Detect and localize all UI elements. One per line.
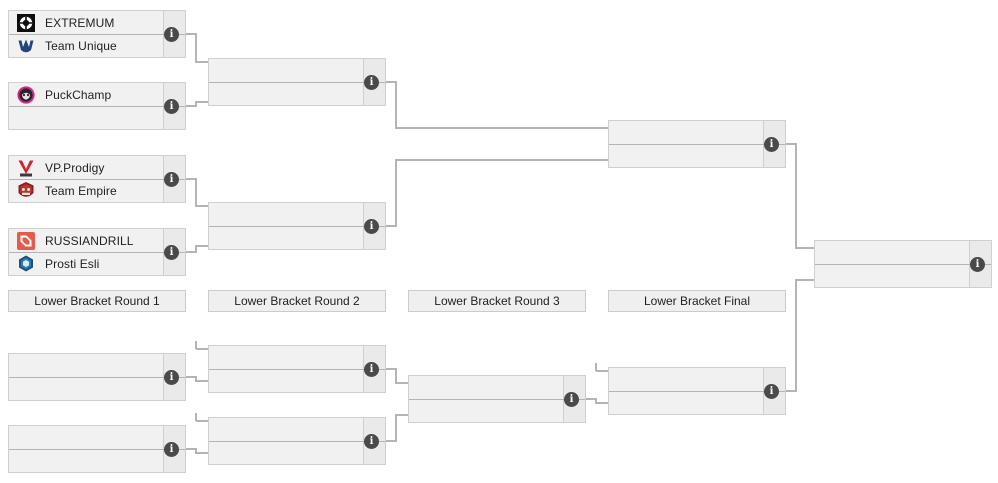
match-r2m1[interactable]: i <box>208 58 386 106</box>
puckchamp-logo <box>15 84 37 106</box>
team-empire-logo <box>15 180 37 202</box>
round-label-text: Lower Bracket Round 2 <box>234 294 360 308</box>
info-icon[interactable]: i <box>364 75 379 90</box>
round-label-lower-bracket-round-3[interactable]: Lower Bracket Round 3 <box>408 290 586 312</box>
team-row-top[interactable]: PuckChamp <box>9 83 185 106</box>
team-row-bottom[interactable] <box>9 449 185 472</box>
team-row-top[interactable] <box>9 426 185 449</box>
match-r3m1[interactable]: i <box>608 120 786 168</box>
team-row-bottom[interactable] <box>815 264 991 287</box>
team-row-top[interactable] <box>409 376 585 399</box>
info-icon[interactable]: i <box>364 219 379 234</box>
team-row-top[interactable] <box>209 203 385 226</box>
round-label-lower-bracket-round-1[interactable]: Lower Bracket Round 1 <box>8 290 186 312</box>
team-row-bottom[interactable] <box>209 226 385 249</box>
team-row-top[interactable] <box>609 121 785 144</box>
info-icon[interactable]: i <box>970 257 985 272</box>
team-row-bottom[interactable] <box>609 144 785 167</box>
info-icon[interactable]: i <box>764 137 779 152</box>
team-row-top[interactable]: RUSSIANDRILL <box>9 229 185 252</box>
team-row-bottom[interactable] <box>9 377 185 400</box>
team-row-bottom[interactable]: Team Empire <box>9 179 185 202</box>
round-label-text: Lower Bracket Round 3 <box>434 294 560 308</box>
match-r1m2[interactable]: PuckChamp i <box>8 82 186 130</box>
team-row-bottom[interactable] <box>9 106 185 129</box>
team-row-top[interactable] <box>209 418 385 441</box>
info-icon[interactable]: i <box>364 362 379 377</box>
team-row-bottom[interactable] <box>209 441 385 464</box>
info-icon[interactable]: i <box>764 384 779 399</box>
team-row-bottom[interactable] <box>409 399 585 422</box>
vp-prodigy-logo <box>15 157 37 179</box>
info-icon[interactable]: i <box>164 370 179 385</box>
info-icon[interactable]: i <box>164 27 179 42</box>
info-icon[interactable]: i <box>164 245 179 260</box>
round-label-lower-bracket-round-2[interactable]: Lower Bracket Round 2 <box>208 290 386 312</box>
match-lb-r1m1[interactable]: i <box>8 353 186 401</box>
info-icon[interactable]: i <box>164 442 179 457</box>
round-label-text: Lower Bracket Round 1 <box>34 294 160 308</box>
team-row-bottom[interactable] <box>209 82 385 105</box>
team-row-top[interactable] <box>9 354 185 377</box>
round-label-lower-bracket-final[interactable]: Lower Bracket Final <box>608 290 786 312</box>
match-lb-r2m1[interactable]: i <box>208 345 386 393</box>
team-row-bottom[interactable] <box>609 391 785 414</box>
team-row-top[interactable] <box>609 368 785 391</box>
match-r1m1[interactable]: EXTREMUM Team Unique i <box>8 10 186 58</box>
team-row-top[interactable] <box>815 241 991 264</box>
info-icon[interactable]: i <box>364 434 379 449</box>
team-row-top[interactable]: VP.Prodigy <box>9 156 185 179</box>
match-lb-r3m1[interactable]: i <box>408 375 586 423</box>
team-row-bottom[interactable]: Prosti Esli <box>9 252 185 275</box>
match-lb-r2m2[interactable]: i <box>208 417 386 465</box>
team-logo-placeholder <box>15 107 37 129</box>
match-r2m2[interactable]: i <box>208 202 386 250</box>
match-r1m4[interactable]: RUSSIANDRILL Prosti Esli i <box>8 228 186 276</box>
match-grand-final[interactable]: i <box>814 240 992 288</box>
round-label-text: Lower Bracket Final <box>643 294 751 308</box>
info-icon[interactable]: i <box>164 99 179 114</box>
match-r1m3[interactable]: VP.Prodigy Team Empire i <box>8 155 186 203</box>
team-row-top[interactable] <box>209 346 385 369</box>
extremum-logo <box>15 12 37 34</box>
team-row-top[interactable]: EXTREMUM <box>9 11 185 34</box>
info-icon[interactable]: i <box>564 392 579 407</box>
team-row-bottom[interactable] <box>209 369 385 392</box>
prosti-esli-logo <box>15 253 37 275</box>
team-row-top[interactable] <box>209 59 385 82</box>
team-unique-logo <box>15 35 37 57</box>
russiandrill-logo <box>15 230 37 252</box>
team-row-bottom[interactable]: Team Unique <box>9 34 185 57</box>
match-lb-final[interactable]: i <box>608 367 786 415</box>
info-icon[interactable]: i <box>164 172 179 187</box>
match-lb-r1m2[interactable]: i <box>8 425 186 473</box>
